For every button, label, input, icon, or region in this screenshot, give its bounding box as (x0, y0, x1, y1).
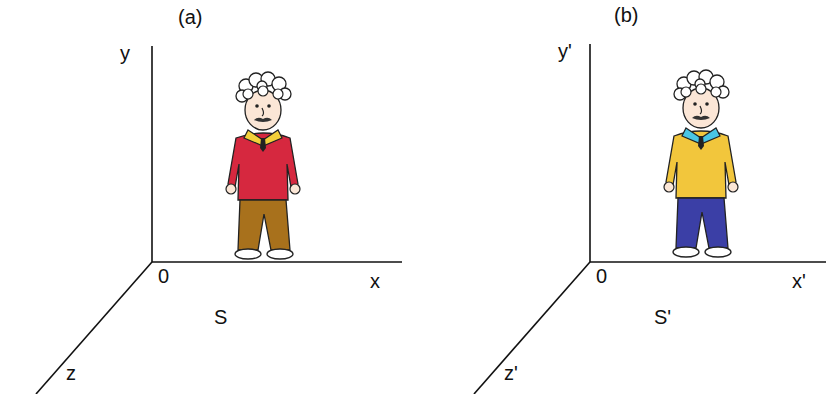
axis-label: x' (792, 270, 806, 292)
axis-label: y (120, 42, 130, 64)
axes-s (36, 46, 402, 394)
axis-label: z (66, 362, 76, 384)
frame-label: S' (654, 306, 671, 328)
person-yellow-sweater (664, 70, 738, 257)
axis-label: x (370, 270, 380, 292)
panel-label: (b) (614, 4, 638, 26)
origin-label: 0 (596, 265, 607, 287)
frame-label: S (214, 306, 227, 328)
axis-label: z' (504, 362, 518, 384)
person-red-sweater (226, 72, 300, 259)
axes-s-prime (474, 44, 826, 394)
origin-label: 0 (158, 265, 169, 287)
panel-label: (a) (178, 6, 202, 28)
axis-label: y' (558, 40, 572, 62)
